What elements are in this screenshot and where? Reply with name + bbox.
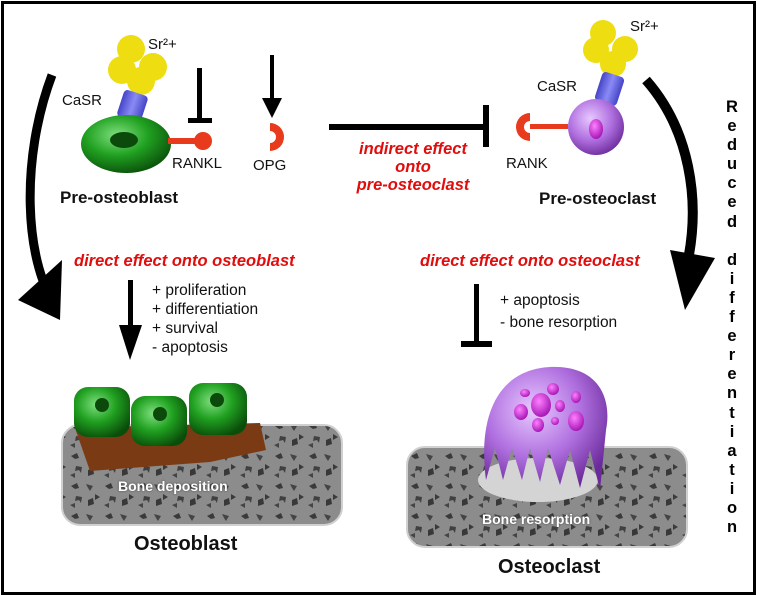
- pre-osteoclast-label: Pre-osteoclast: [539, 189, 657, 208]
- effect-item: + differentiation: [152, 301, 259, 318]
- strontium-label-left: Sr²+: [148, 36, 177, 53]
- direct-effect-osteoclast-label: direct effect onto osteoclast: [420, 252, 640, 270]
- rank-label: RANK: [506, 155, 548, 172]
- casr-label-left: CaSR: [62, 92, 103, 109]
- rankl-ligand: [168, 132, 212, 150]
- osteoblast-label: Osteoblast: [134, 533, 238, 555]
- rank-receptor: [516, 113, 530, 141]
- rankl-label: RANKL: [172, 155, 223, 172]
- casr-receptor-right: [594, 72, 625, 106]
- osteoclast-cell: [484, 366, 608, 490]
- pre-osteoclast-nucleus: [589, 119, 603, 139]
- indirect-effect-line-1: indirect effect: [359, 140, 467, 158]
- strontium-ions-right: [583, 20, 638, 77]
- osteoclast-inhibition-symbol: [461, 284, 492, 347]
- differentiation-arrow-left: [18, 73, 62, 320]
- bone-resorption-label: Bone resorption: [482, 511, 591, 527]
- effect-item: + survival: [152, 320, 218, 337]
- bone-deposition-label: Bone deposition: [118, 478, 228, 494]
- inhibit-rankl-symbol: [188, 68, 212, 123]
- rank-stalk: [530, 124, 568, 129]
- effect-item: - apoptosis: [152, 339, 228, 356]
- effect-item: + apoptosis: [500, 292, 580, 309]
- indirect-effect-label: indirect effect onto pre-osteoclast: [338, 140, 488, 194]
- pre-osteoblast-nucleus: [110, 132, 138, 148]
- opg-label: OPG: [253, 157, 287, 174]
- strontium-label-right: Sr²+: [630, 18, 659, 35]
- direct-effect-osteoblast-label: direct effect onto osteoblast: [74, 252, 295, 270]
- opg-decoy-receptor: [270, 123, 284, 151]
- osteoblast-cells: [74, 383, 247, 446]
- effect-item: + proliferation: [152, 282, 247, 299]
- osteoblast-effects-list: + proliferation + differentiation + surv…: [152, 281, 258, 357]
- indirect-inhibition-symbol: [329, 105, 489, 147]
- reduced-differentiation-label: R e d u c e d d i f f e r e n t i a t i …: [726, 98, 738, 537]
- effect-item: - bone resorption: [500, 314, 618, 331]
- indirect-effect-line-2: onto: [395, 158, 431, 176]
- resorption-pit: [478, 458, 598, 502]
- casr-receptor-left: [117, 90, 148, 123]
- strontium-ions-left: [108, 35, 167, 95]
- pre-osteoblast-label: Pre-osteoblast: [60, 188, 179, 207]
- casr-label-right: CaSR: [537, 78, 578, 95]
- stimulation-arrow: [119, 280, 142, 360]
- indirect-effect-line-3: pre-osteoclast: [356, 176, 470, 194]
- osteoclast-label: Osteoclast: [498, 556, 601, 578]
- reduced-differentiation-arrow: [642, 76, 715, 310]
- osteoclast-effects-list: + apoptosis - bone resorption: [500, 290, 617, 334]
- opg-arrow: [262, 55, 282, 118]
